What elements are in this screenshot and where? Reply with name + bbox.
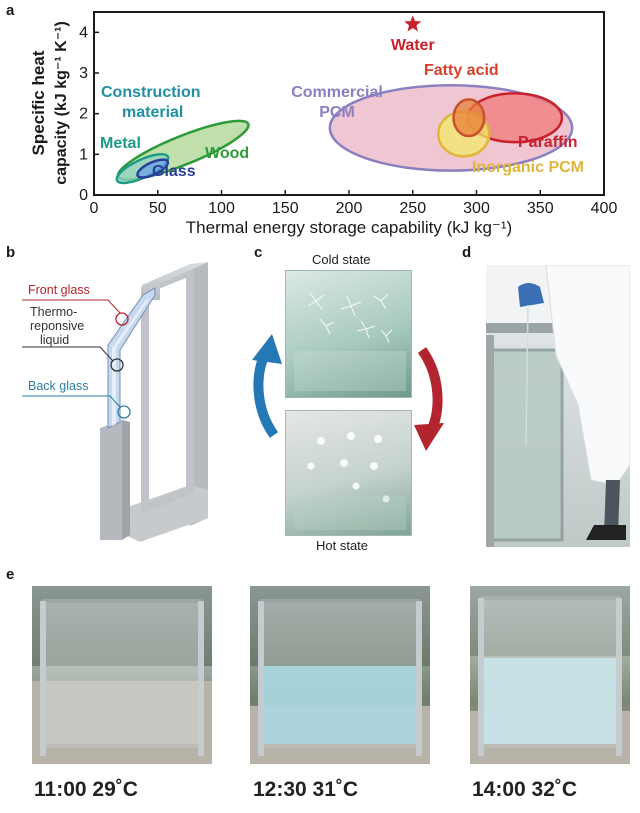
heating-arrow (414, 347, 444, 451)
y-axis-label-line2: capacity (kJ kg⁻¹ K⁻¹) (53, 21, 70, 185)
region-glass (136, 158, 170, 179)
window-photo-1230 (250, 586, 430, 764)
frame-right-post (190, 262, 208, 526)
region-fatty-acid (452, 98, 486, 138)
x-tick-label-0: 0 (90, 200, 99, 217)
hot-state-label: Hot state (316, 538, 369, 553)
label-inorganic-pcm-0: Inorganic PCM (472, 159, 584, 176)
frame-left-post (100, 420, 122, 540)
label-water: Water (391, 37, 435, 54)
frame-top-rail (142, 262, 208, 300)
cold-state-label: Cold state (312, 252, 371, 267)
point-water (404, 15, 422, 32)
x-tick-label-400: 400 (591, 200, 618, 217)
liquid-label-line3: liquid (40, 333, 69, 347)
label-glass-0: Glass (152, 163, 196, 180)
pouring-photo (486, 265, 630, 547)
x-axis-label: Thermal energy storage capability (kJ kg… (186, 218, 512, 237)
back-glass-marker (117, 405, 131, 419)
window-scene-1 (32, 586, 212, 764)
panel-label-c: c (254, 244, 263, 261)
y-tick-label-1: 1 (79, 146, 88, 163)
label-wood-0: Wood (205, 145, 249, 162)
ticks-layer: 0 50 100 150 200 250 300 350 400 0 1 2 3 4 (79, 24, 617, 217)
liquid-leader (22, 346, 114, 362)
x-tick-label-100: 100 (208, 200, 235, 217)
glass-cross-section (107, 287, 156, 429)
window-scene-2 (250, 586, 430, 764)
x-tick-label-150: 150 (272, 200, 299, 217)
pouring-scene (486, 265, 630, 547)
panel-label-a: a (6, 2, 15, 19)
hot-state-crystals (294, 432, 406, 530)
panel-label-b: b (6, 244, 16, 261)
window-schematic: Front glass Thermo- reponsive liquid Bac… (22, 262, 208, 542)
liquid-label-line2: reponsive (30, 319, 84, 333)
label-paraffin-0: Paraffin (518, 134, 578, 151)
caption-1400: 14:00 32˚C (472, 778, 578, 801)
x-tick-label-50: 50 (149, 200, 167, 217)
y-axis-label-line1: Specific heat (29, 50, 48, 155)
y-tick-label-0: 0 (79, 187, 88, 204)
specific-heat-chart: 0 50 100 150 200 250 300 350 400 0 1 2 3 4 Commercial… (29, 11, 617, 237)
y-tick-label-3: 3 (79, 65, 88, 82)
panel-label-d: d (462, 244, 472, 261)
label-fatty-acid-0: Fatty acid (424, 62, 499, 79)
liquid-marker (110, 358, 124, 372)
frame-inner (141, 266, 194, 514)
front-glass-leader (22, 299, 121, 314)
label-metal-0: Metal (100, 135, 141, 152)
back-glass-leader (22, 395, 121, 408)
caption-1100: 11:00 29˚C (34, 778, 138, 801)
cold-state-photo (285, 270, 412, 398)
back-glass-label: Back glass (28, 379, 88, 393)
hot-state-photo (285, 410, 412, 536)
regions-layer (115, 83, 574, 185)
window-photo-1400 (470, 586, 630, 764)
x-tick-label-250: 250 (399, 200, 426, 217)
y-tick-label-4: 4 (79, 24, 88, 41)
cold-state-crystals (294, 292, 406, 391)
label-commercial-pcm-1: PCM (319, 104, 355, 121)
panel-label-e: e (6, 566, 15, 583)
x-tick-label-350: 350 (527, 200, 554, 217)
label-commercial-pcm-0: Commercial (291, 84, 383, 101)
y-tick-label-2: 2 (79, 106, 88, 123)
window-photo-1100 (32, 586, 212, 764)
x-tick-label-200: 200 (336, 200, 363, 217)
window-scene-3 (470, 586, 630, 764)
front-glass-label: Front glass (28, 283, 90, 297)
frame-bottom-rail (125, 485, 208, 542)
label-construction-material-0: Construction (101, 84, 201, 101)
caption-1230: 12:30 31˚C (253, 778, 359, 801)
liquid-label-line1: Thermo- (30, 305, 77, 319)
x-tick-label-300: 300 (463, 200, 490, 217)
label-construction-material-1: material (122, 104, 183, 121)
cooling-arrow (252, 334, 282, 438)
front-glass-marker (115, 312, 129, 326)
